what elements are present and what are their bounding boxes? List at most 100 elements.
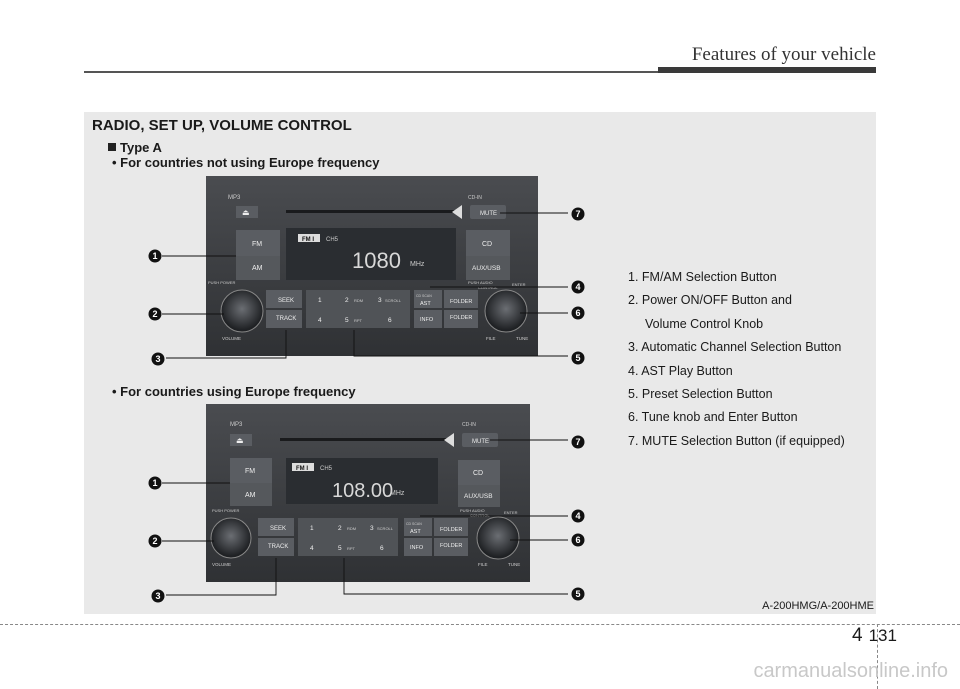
volume-label: VOLUME <box>222 336 241 341</box>
track-button[interactable] <box>258 538 294 556</box>
folder-up-label: FOLDER <box>450 299 472 305</box>
mute-button[interactable] <box>462 433 498 447</box>
am-button[interactable] <box>236 256 280 280</box>
tune-label: TUNE <box>508 562 520 567</box>
svg-text:1: 1 <box>152 478 157 488</box>
mp3-logo: MP3 <box>230 422 243 428</box>
callout-lines-top <box>162 212 568 359</box>
svg-text:2: 2 <box>152 309 157 319</box>
svg-text:2: 2 <box>152 536 157 546</box>
watermark: carmanualsonline.info <box>753 660 948 682</box>
callout-2: 2 <box>148 307 162 321</box>
fm-button[interactable] <box>230 458 272 483</box>
ast-button[interactable] <box>414 290 442 308</box>
folder-down-label: FOLDER <box>450 315 472 321</box>
callout-7: 7 <box>571 207 585 221</box>
svg-text:5: 5 <box>575 353 580 363</box>
aux-usb-label: AUX/USB <box>472 265 501 272</box>
svg-text:4: 4 <box>575 511 580 521</box>
eject-button[interactable] <box>236 206 258 218</box>
legend-item-2-cont: Volume Control Knob <box>645 316 764 331</box>
am-button[interactable] <box>230 483 272 506</box>
seek-label: SEEK <box>278 298 294 304</box>
callout-2: 2 <box>148 534 162 548</box>
callout-1: 1 <box>148 249 162 263</box>
aux-usb-button[interactable] <box>458 485 500 507</box>
seek-button[interactable] <box>258 518 294 536</box>
header-rule <box>84 71 876 73</box>
push-power-label: PUSH POWER <box>208 280 235 285</box>
folder-up-button[interactable] <box>444 290 478 308</box>
svg-text:6: 6 <box>575 535 580 545</box>
label-non-europe: • For countries not using Europe frequen… <box>112 155 380 170</box>
eject-button[interactable] <box>230 434 252 446</box>
svg-text:4: 4 <box>575 282 580 292</box>
legend-list: 1. FM/AM Selection Button 2. Power ON/OF… <box>628 266 845 453</box>
aux-usb-label: AUX/USB <box>464 493 493 500</box>
file-label: FILE <box>486 336 496 341</box>
volume-label: VOLUME <box>212 562 231 567</box>
legend-item-1: 1. FM/AM Selection Button <box>628 270 777 284</box>
seek-button[interactable] <box>266 290 302 308</box>
callout-5: 5 <box>571 587 585 601</box>
fm-button[interactable] <box>236 230 280 256</box>
track-label: TRACK <box>276 316 296 322</box>
preset-4: 4 <box>310 545 314 552</box>
track-button[interactable] <box>266 310 302 328</box>
folder-down-button[interactable] <box>434 538 468 556</box>
tune-knob[interactable] <box>484 289 528 333</box>
svg-text:6: 6 <box>575 308 580 318</box>
cd-scan-label: CD SCAN <box>416 294 432 298</box>
callout-lines-bottom <box>162 439 568 596</box>
volume-knob[interactable] <box>210 517 252 559</box>
fm-label: FM <box>245 468 255 475</box>
svg-text:7: 7 <box>575 209 580 219</box>
cd-button[interactable] <box>466 230 510 256</box>
legend-item-6: 6. Tune knob and Enter Button <box>628 410 798 425</box>
cd-scan-label: CD SCAN <box>406 522 422 526</box>
svg-text:7: 7 <box>575 437 580 447</box>
control-label: CONTROL <box>470 513 490 518</box>
figure-code: A-200HMG/A-200HME <box>762 600 874 612</box>
ast-label: AST <box>420 301 431 307</box>
callout-5: 5 <box>571 351 585 365</box>
svg-text:3: 3 <box>155 354 160 364</box>
ast-button[interactable] <box>404 518 432 536</box>
type-label: Type A <box>108 140 162 155</box>
legend-item-3: 3. Automatic Channel Selection Button <box>628 340 842 355</box>
callout-3: 3 <box>151 352 165 366</box>
preset-buttons[interactable] <box>306 290 410 328</box>
page-header-title: Features of your vehicle <box>691 44 876 65</box>
legend-item-4: 4. AST Play Button <box>628 363 733 378</box>
preset-1: 1 <box>318 297 322 304</box>
folder-down-label: FOLDER <box>440 543 462 549</box>
preset-5: 5 <box>338 545 342 552</box>
mute-button[interactable] <box>470 205 506 219</box>
preset-5-sub: RPT <box>354 318 363 323</box>
track-label: TRACK <box>268 544 288 550</box>
folder-up-button[interactable] <box>434 518 468 536</box>
cd-label: CD <box>473 470 483 477</box>
info-button[interactable] <box>414 310 442 328</box>
cd-in-label: CD-IN <box>462 422 476 428</box>
cd-button[interactable] <box>458 460 500 485</box>
callout-1: 1 <box>148 476 162 490</box>
preset-buttons[interactable] <box>298 518 398 556</box>
mute-label: MUTE <box>480 211 497 217</box>
volume-knob[interactable] <box>220 289 264 333</box>
push-power-label: PUSH POWER <box>212 508 239 513</box>
aux-usb-button[interactable] <box>466 256 510 280</box>
tune-knob[interactable] <box>476 516 520 560</box>
push-audio-label: PUSH AUDIO <box>468 280 493 285</box>
folder-down-button[interactable] <box>444 310 478 328</box>
info-button[interactable] <box>404 538 432 556</box>
frequency-text: 108.00 <box>332 480 393 502</box>
preset-3-sub: SCROLL <box>385 298 402 303</box>
legend-item-5: 5. Preset Selection Button <box>628 387 773 402</box>
callout-6: 6 <box>571 306 585 320</box>
tune-label: TUNE <box>516 336 528 341</box>
